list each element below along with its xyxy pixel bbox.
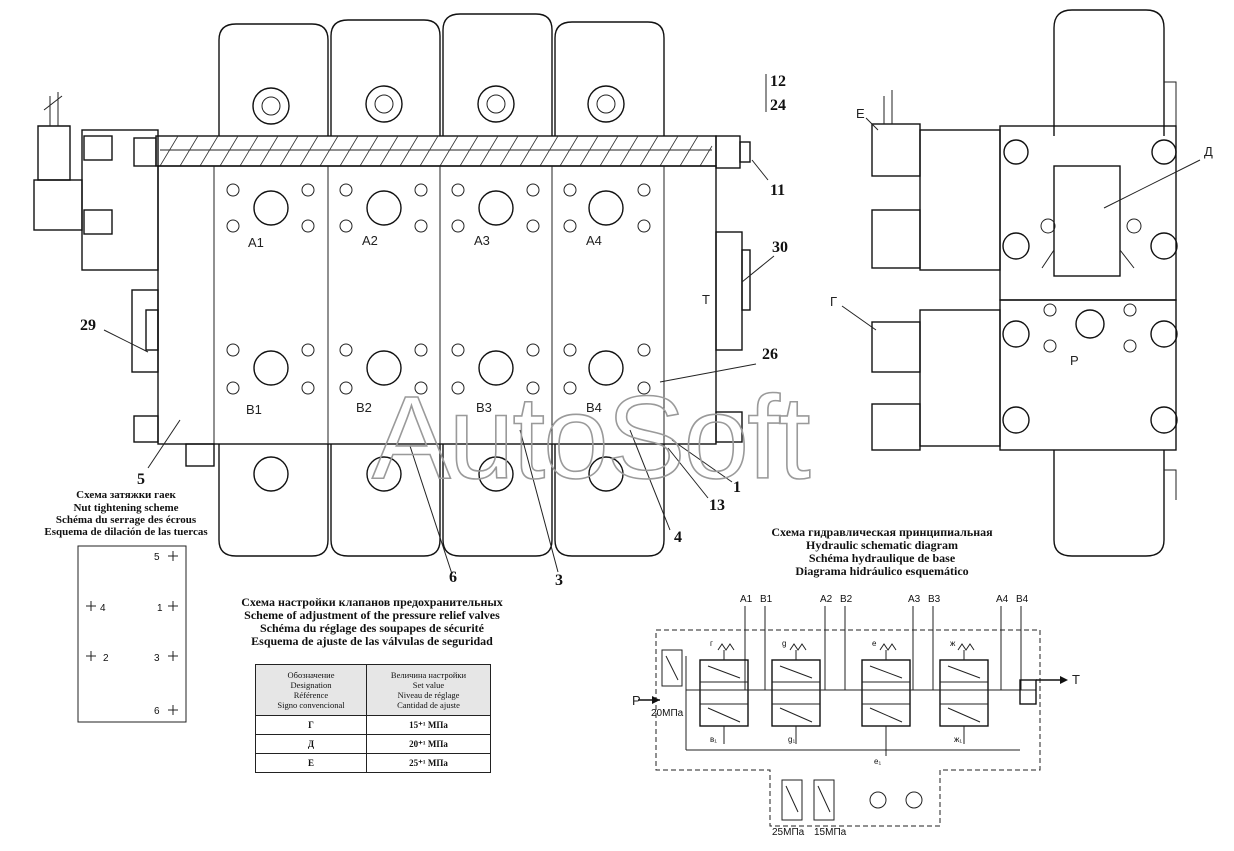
spool-top-1: г (710, 639, 713, 648)
table-row: Е 25⁺¹ МПа (255, 753, 491, 773)
top-covers (218, 13, 665, 136)
port-label-b4: B4 (586, 400, 602, 415)
nut-point-5: 5 (154, 552, 160, 563)
callout-26: 26 (762, 346, 778, 363)
header-designation-es: Signo convencional (277, 700, 345, 710)
hyd-port-b2: B2 (840, 594, 853, 605)
hydraulic-schematic: Схема гидравлическая принципиальная Hydr… (632, 525, 1080, 838)
watermark: AutoSoft (372, 372, 810, 504)
hydraulic-title-fr: Schéma hydraulique de base (809, 551, 956, 565)
hyd-port-b3: B3 (928, 594, 941, 605)
port-label-b2: B2 (356, 400, 372, 415)
side-label-d: Д (1204, 144, 1213, 159)
valve-adjust-title-es: Esquema de ajuste de las válvulas de seg… (251, 634, 493, 648)
row-designation: Г (255, 715, 367, 735)
nut-tightening-scheme: Схема затяжки гаек Nut tightening scheme… (44, 489, 208, 723)
row-value: 25⁺¹ МПа (366, 753, 491, 773)
port-label-a3: A3 (474, 233, 490, 248)
header-set-value-es: Cantidad de ajuste (397, 700, 460, 710)
row-designation: Е (255, 753, 367, 773)
hyd-relief-b: 15МПа (814, 827, 847, 838)
hyd-port-a2: A2 (820, 594, 833, 605)
spool-bottom-3: е₁ (874, 757, 881, 766)
hyd-port-a4: A4 (996, 594, 1009, 605)
valve-settings-table: Обозначение Designation Référence Signo … (255, 664, 491, 773)
hyd-relief-main: 20МПа (651, 708, 684, 719)
header-set-value-fr: Niveau de réglage (397, 690, 460, 700)
port-label-a1: A1 (248, 235, 264, 250)
spool-bottom-4: ж₁ (954, 735, 962, 744)
spool-bottom-1: в₁ (710, 735, 717, 744)
nut-point-2: 2 (103, 653, 109, 664)
row-designation: Д (255, 734, 367, 754)
spool-top-2: g (782, 639, 786, 648)
header-set-value-ru: Величина настройки (390, 670, 467, 680)
port-label-a4: A4 (586, 233, 602, 248)
header-designation-fr: Référence (293, 690, 329, 700)
callout-1: 1 (733, 479, 741, 496)
table-row: Д 20⁺¹ МПа (255, 734, 491, 754)
nut-point-1: 1 (157, 603, 163, 614)
spool-bottom-2: g₁ (788, 735, 795, 744)
callout-12: 12 (770, 73, 786, 90)
spool-top-4: ж (950, 639, 956, 648)
hyd-t-label: T (1072, 672, 1080, 687)
valve-body (33, 92, 751, 557)
valve-adjust-title-en: Scheme of adjustment of the pressure rel… (244, 608, 500, 622)
side-label-p: P (1070, 353, 1079, 368)
side-view: Е Д Г P (830, 9, 1213, 557)
callout-30: 30 (772, 239, 788, 256)
main-view: A1 A2 A3 A4 B1 B2 B3 B4 T 12 24 11 30 29… (33, 13, 788, 589)
tie-rod (133, 135, 751, 169)
callout-6: 6 (449, 569, 457, 586)
hyd-p-label: P (632, 693, 641, 708)
callout-3: 3 (555, 572, 563, 589)
settings-table-header: Обозначение Designation Référence Signo … (255, 664, 491, 716)
callout-5: 5 (137, 471, 145, 488)
callout-24: 24 (770, 97, 786, 114)
nut-scheme-title-en: Nut tightening scheme (73, 502, 178, 514)
side-label-e: Е (856, 106, 865, 121)
hydraulic-title-ru: Схема гидравлическая принципиальная (771, 525, 993, 539)
hyd-port-b4: B4 (1016, 594, 1029, 605)
tank-port-label: T (702, 292, 710, 307)
header-set-value: Величина настройки Set value Niveau de r… (366, 664, 491, 716)
hydraulic-title-es: Diagrama hidráulico esquemático (795, 564, 968, 578)
row-value: 20⁺¹ МПа (366, 734, 491, 754)
valve-adjust-title-fr: Schéma du réglage des soupapes de sécuri… (260, 621, 485, 635)
hydraulic-title-en: Hydraulic schematic diagram (806, 538, 958, 552)
nut-scheme-title-es: Esquema de dilación de las tuercas (44, 526, 208, 538)
callout-13: 13 (709, 497, 725, 514)
header-designation-ru: Обозначение (287, 670, 335, 680)
hyd-port-a1: A1 (740, 594, 753, 605)
nut-point-3: 3 (154, 653, 160, 664)
leader-lines (103, 74, 775, 575)
table-row: Г 15⁺¹ МПа (255, 715, 491, 735)
valve-adjust-title: Схема настройки клапанов предохранительн… (241, 595, 503, 648)
callout-11: 11 (770, 182, 785, 199)
port-label-b3: B3 (476, 400, 492, 415)
port-label-a2: A2 (362, 233, 378, 248)
callout-29: 29 (80, 317, 96, 334)
nut-scheme-title-ru: Схема затяжки гаек (76, 489, 176, 501)
spool-top-3: е (872, 639, 877, 648)
side-label-g: Г (830, 294, 837, 309)
nut-scheme-title-fr: Schéma du serrage des écrous (56, 514, 197, 526)
hyd-port-a3: A3 (908, 594, 921, 605)
valve-adjust-title-ru: Схема настройки клапанов предохранительн… (241, 595, 503, 609)
callout-4: 4 (674, 529, 682, 546)
nut-point-6: 6 (154, 706, 160, 717)
header-set-value-en: Set value (412, 680, 445, 690)
hyd-relief-a: 25МПа (772, 827, 805, 838)
header-designation-en: Designation (290, 680, 332, 690)
nut-point-4: 4 (100, 603, 106, 614)
header-designation: Обозначение Designation Référence Signo … (255, 664, 367, 716)
hyd-port-b1: B1 (760, 594, 773, 605)
row-value: 15⁺¹ МПа (366, 715, 491, 735)
port-label-b1: B1 (246, 402, 262, 417)
